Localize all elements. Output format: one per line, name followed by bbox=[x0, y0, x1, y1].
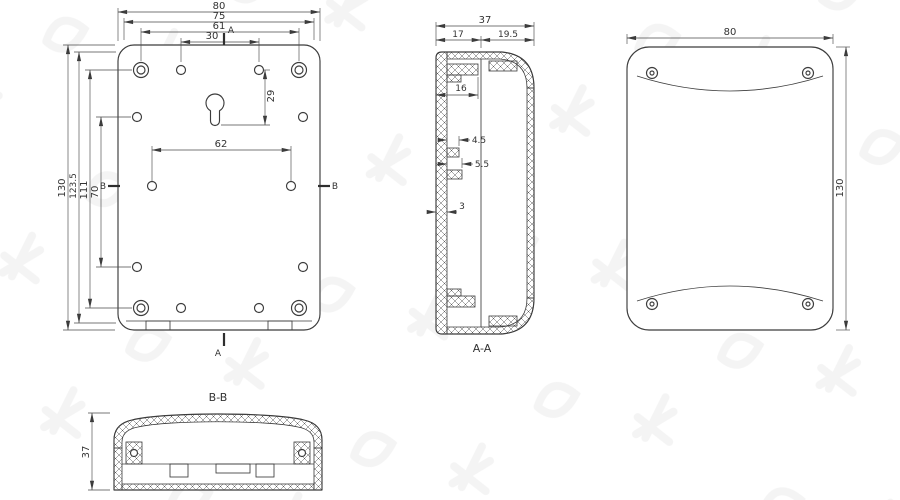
dim-aa-3: 3 bbox=[459, 202, 465, 212]
dim-front-width-61: 61 bbox=[213, 21, 226, 32]
back-outline bbox=[626, 46, 834, 331]
keyhole-slot bbox=[205, 93, 225, 127]
section-mark-b-right: B bbox=[332, 182, 338, 192]
dim-aa-17: 17 bbox=[452, 30, 463, 40]
dim-front-height-70: 70 bbox=[90, 186, 101, 199]
dim-front-height-130: 130 bbox=[57, 178, 68, 197]
dim-aa-37: 37 bbox=[479, 15, 492, 26]
section-mark-a-top: A bbox=[228, 26, 235, 36]
front-dimension-lines bbox=[65, 9, 321, 331]
dim-front-width-75: 75 bbox=[213, 11, 226, 22]
dim-front-height-123-5: 123.5 bbox=[69, 173, 79, 199]
front-foot-right bbox=[267, 320, 293, 331]
dim-front-width-80: 80 bbox=[213, 1, 226, 12]
dim-bb-37: 37 bbox=[81, 446, 92, 459]
front-foot-left bbox=[145, 320, 171, 331]
back-top-curve bbox=[636, 75, 824, 92]
front-view: 80 75 61 30 130 123.5 111 70 29 62 A A B… bbox=[57, 1, 338, 359]
section-bb-view: B-B 37 bbox=[81, 391, 323, 491]
back-bottom-curve bbox=[636, 285, 824, 302]
dim-front-height-111: 111 bbox=[79, 180, 90, 199]
dim-back-width-80: 80 bbox=[724, 27, 737, 38]
dim-front-62: 62 bbox=[215, 139, 228, 150]
bb-bosses bbox=[169, 463, 275, 478]
section-mark-b-left: B bbox=[100, 182, 106, 192]
dim-aa-5-5: 5.5 bbox=[475, 160, 489, 170]
front-plate-outline bbox=[117, 44, 321, 331]
section-marks: A A B B bbox=[100, 26, 338, 359]
dim-aa-19-5: 19.5 bbox=[498, 30, 518, 40]
dim-front-width-30: 30 bbox=[206, 31, 219, 42]
section-bb-label: B-B bbox=[209, 391, 228, 404]
dim-aa-4-5: 4.5 bbox=[472, 136, 486, 146]
front-mounting-holes bbox=[131, 61, 309, 317]
dim-aa-16: 16 bbox=[455, 84, 467, 94]
back-corner-holes bbox=[645, 66, 815, 311]
dim-back-height-130: 130 bbox=[835, 178, 846, 197]
section-aa-label: A-A bbox=[473, 342, 492, 355]
dim-front-29: 29 bbox=[266, 90, 277, 103]
section-aa-view: 37 17 19.5 16 4.5 5.5 3 A-A bbox=[426, 15, 535, 355]
back-view: 80 130 bbox=[626, 27, 850, 331]
section-aa-hatched-walls bbox=[435, 51, 535, 335]
section-aa-dimension-lines bbox=[426, 23, 535, 215]
back-dimension-lines bbox=[626, 35, 849, 331]
section-mark-a-bottom: A bbox=[215, 349, 222, 359]
bb-post-hole-left bbox=[129, 448, 139, 458]
bb-post-hole-right bbox=[297, 448, 307, 458]
